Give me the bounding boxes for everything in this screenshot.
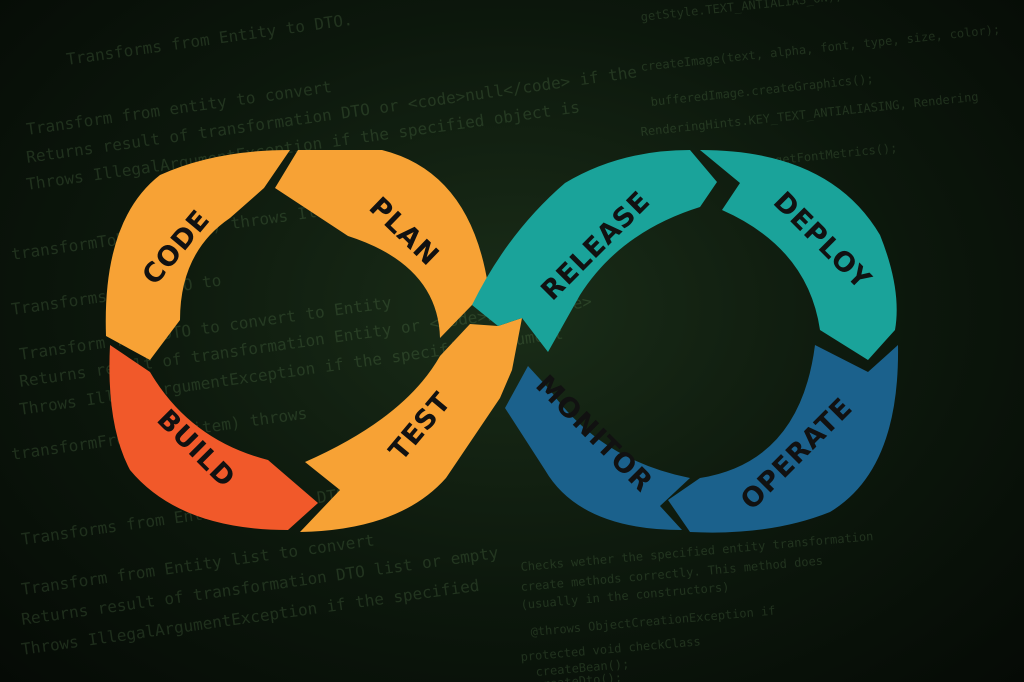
plan-segment — [275, 150, 488, 338]
build-segment — [109, 345, 318, 530]
release-segment — [472, 150, 717, 352]
monitor-segment — [505, 366, 690, 530]
deploy-segment — [700, 150, 897, 360]
code-segment — [105, 150, 290, 360]
test-segment — [300, 318, 522, 532]
operate-segment — [668, 345, 899, 533]
